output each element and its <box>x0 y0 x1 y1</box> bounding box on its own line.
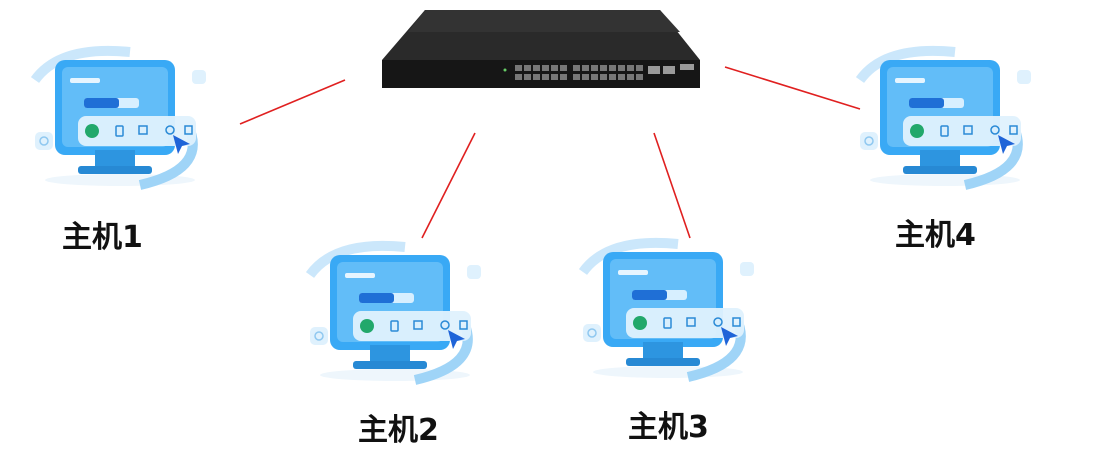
host-3 <box>568 232 768 382</box>
link-host1 <box>240 80 345 124</box>
host-1-label: 主机1 <box>62 212 143 256</box>
host-3-label: 主机3 <box>628 402 709 446</box>
computer-monitor-icon <box>845 40 1045 190</box>
computer-monitor-icon <box>295 235 495 385</box>
network-switch-icon <box>380 8 702 88</box>
host-2 <box>295 235 495 385</box>
host-4-label: 主机4 <box>895 210 976 254</box>
computer-monitor-icon <box>568 232 768 382</box>
link-host3 <box>654 133 690 238</box>
computer-monitor-icon <box>20 40 220 190</box>
host-2-label: 主机2 <box>358 405 439 449</box>
host-4 <box>845 40 1045 190</box>
host-1 <box>20 40 220 190</box>
link-host2 <box>422 133 475 238</box>
link-host4 <box>725 67 860 109</box>
network-switch <box>380 8 702 88</box>
